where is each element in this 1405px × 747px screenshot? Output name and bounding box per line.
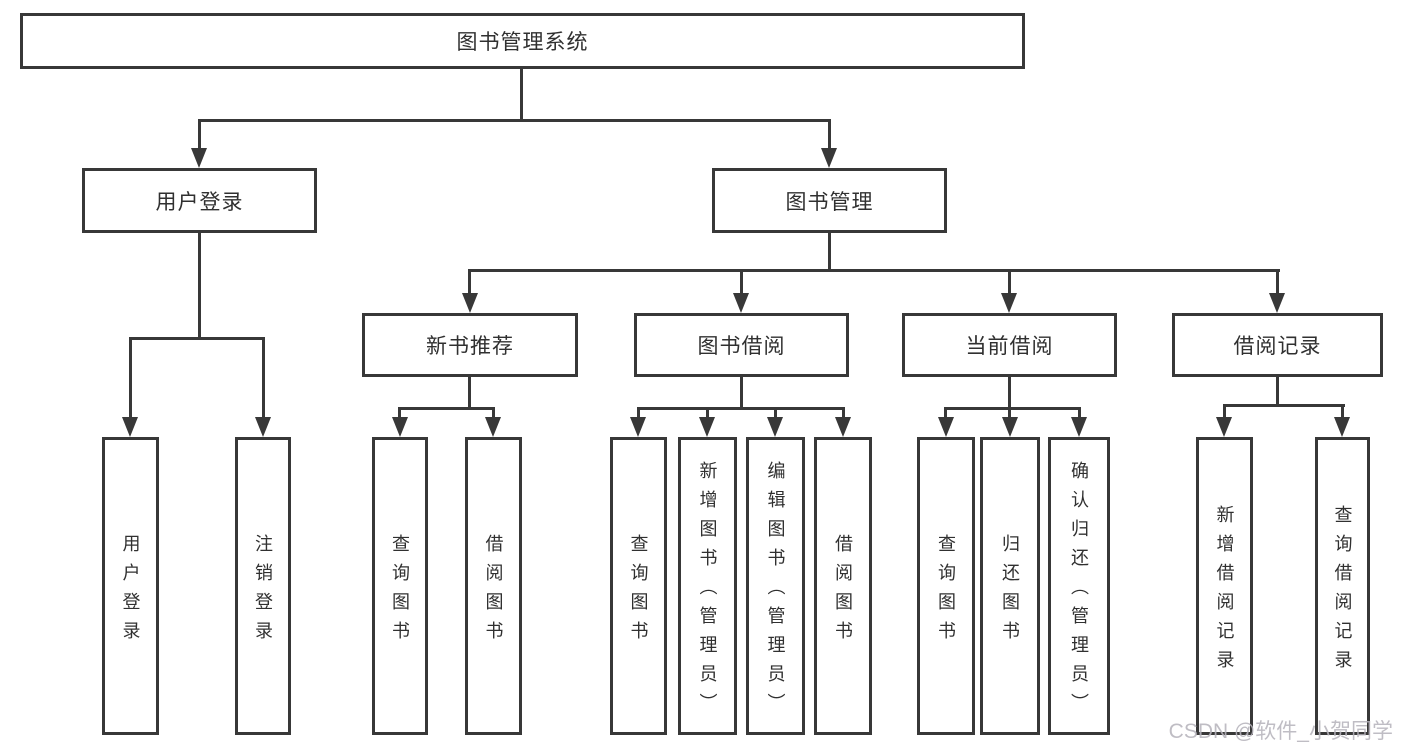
connector-line xyxy=(1078,407,1081,417)
node-new-book-recommend: 新书推荐 xyxy=(362,313,578,377)
connector-line xyxy=(468,269,471,293)
leaf-borrow-books-label: 借阅图书 xyxy=(833,533,853,650)
connector-line xyxy=(198,119,831,122)
node-user-login-label: 用户登录 xyxy=(155,190,244,214)
leaf-borrow-books: 借阅图书 xyxy=(814,437,872,735)
connector-line xyxy=(1008,377,1011,407)
arrow-down-icon xyxy=(1334,417,1350,437)
connector-line xyxy=(129,337,265,340)
leaf-query-borrow-record-label: 查询借阅记录 xyxy=(1332,504,1353,679)
leaf-borrow-books-recommend: 借阅图书 xyxy=(465,437,522,735)
connector-line xyxy=(520,69,523,119)
leaf-edit-book-admin: 编辑图书（管理员） xyxy=(746,437,805,735)
node-book-management: 图书管理 xyxy=(712,168,947,233)
connector-line xyxy=(828,233,831,269)
connector-line xyxy=(1223,404,1345,407)
leaf-confirm-return-admin: 确认归还（管理员） xyxy=(1048,437,1110,735)
leaf-add-borrow-record: 新增借阅记录 xyxy=(1196,437,1253,735)
leaf-query-books-current-label: 查询图书 xyxy=(936,533,956,650)
arrow-down-icon xyxy=(1001,293,1017,313)
leaf-query-books-borrow-label: 查询图书 xyxy=(628,533,649,650)
leaf-query-books-borrow: 查询图书 xyxy=(610,437,667,735)
node-current-borrow-label: 当前借阅 xyxy=(965,335,1054,358)
connector-line xyxy=(198,233,201,337)
arrow-down-icon xyxy=(255,417,271,437)
arrow-down-icon xyxy=(835,417,851,437)
arrow-down-icon xyxy=(733,293,749,313)
arrow-down-icon xyxy=(122,417,138,437)
arrow-down-icon xyxy=(1269,293,1285,313)
connector-line xyxy=(944,407,1081,410)
arrow-down-icon xyxy=(938,417,954,437)
connector-line xyxy=(398,407,495,410)
leaf-query-books-current: 查询图书 xyxy=(917,437,975,735)
connector-line xyxy=(129,337,132,417)
connector-line xyxy=(842,407,845,417)
connector-line xyxy=(468,269,1280,272)
arrow-down-icon xyxy=(485,417,501,437)
connector-line xyxy=(492,407,495,417)
leaf-return-books: 归还图书 xyxy=(980,437,1040,735)
connector-line xyxy=(740,377,743,407)
arrow-down-icon xyxy=(699,417,715,437)
node-borrow-records-label: 借阅记录 xyxy=(1233,335,1322,358)
leaf-logout-label: 注销登录 xyxy=(253,533,273,650)
arrow-down-icon xyxy=(1002,417,1018,437)
leaf-logout: 注销登录 xyxy=(235,437,291,735)
connector-line xyxy=(468,377,471,407)
connector-line xyxy=(828,119,831,148)
connector-line xyxy=(740,269,743,293)
connector-line xyxy=(1276,377,1279,404)
connector-line xyxy=(1276,269,1279,293)
connector-line xyxy=(398,407,401,417)
arrow-down-icon xyxy=(1071,417,1087,437)
connector-line xyxy=(944,407,947,417)
node-borrow-records: 借阅记录 xyxy=(1172,313,1383,377)
csdn-watermark: CSDN @软件_小贺同学 xyxy=(1168,720,1393,743)
node-user-login: 用户登录 xyxy=(82,168,317,233)
connector-line xyxy=(1008,407,1011,417)
node-book-management-label: 图书管理 xyxy=(785,190,874,214)
leaf-return-books-label: 归还图书 xyxy=(1000,533,1020,650)
node-book-borrow-label: 图书借阅 xyxy=(697,335,786,358)
connector-line xyxy=(1223,404,1226,417)
connector-line xyxy=(774,407,777,417)
connector-line xyxy=(262,337,265,417)
arrow-down-icon xyxy=(1216,417,1232,437)
leaf-edit-book-admin-label: 编辑图书（管理员） xyxy=(765,461,786,722)
leaf-confirm-return-admin-label: 确认归还（管理员） xyxy=(1069,461,1089,722)
leaf-user-login: 用户登录 xyxy=(102,437,159,735)
leaf-query-books-recommend: 查询图书 xyxy=(372,437,428,735)
leaf-add-borrow-record-label: 新增借阅记录 xyxy=(1214,504,1235,679)
connector-line xyxy=(637,407,640,417)
arrow-down-icon xyxy=(392,417,408,437)
leaf-query-books-recommend-label: 查询图书 xyxy=(390,533,410,650)
node-root-label: 图书管理系统 xyxy=(456,31,589,54)
node-root-library-system: 图书管理系统 xyxy=(20,13,1025,69)
leaf-borrow-books-recommend-label: 借阅图书 xyxy=(483,533,504,650)
connector-line xyxy=(706,407,709,417)
leaf-query-borrow-record: 查询借阅记录 xyxy=(1315,437,1370,735)
arrow-down-icon xyxy=(462,293,478,313)
arrow-down-icon xyxy=(630,417,646,437)
node-book-borrow: 图书借阅 xyxy=(634,313,849,377)
leaf-user-login-label: 用户登录 xyxy=(120,533,141,650)
connector-line xyxy=(198,119,201,148)
arrow-down-icon xyxy=(191,148,207,168)
node-new-book-recommend-label: 新书推荐 xyxy=(426,335,514,358)
connector-line xyxy=(1341,404,1344,417)
arrow-down-icon xyxy=(767,417,783,437)
arrow-down-icon xyxy=(821,148,837,168)
leaf-add-book-admin-label: 新增图书（管理员） xyxy=(697,461,718,722)
connector-line xyxy=(637,407,845,410)
node-current-borrow: 当前借阅 xyxy=(902,313,1117,377)
leaf-add-book-admin: 新增图书（管理员） xyxy=(678,437,737,735)
connector-line xyxy=(1008,269,1011,293)
